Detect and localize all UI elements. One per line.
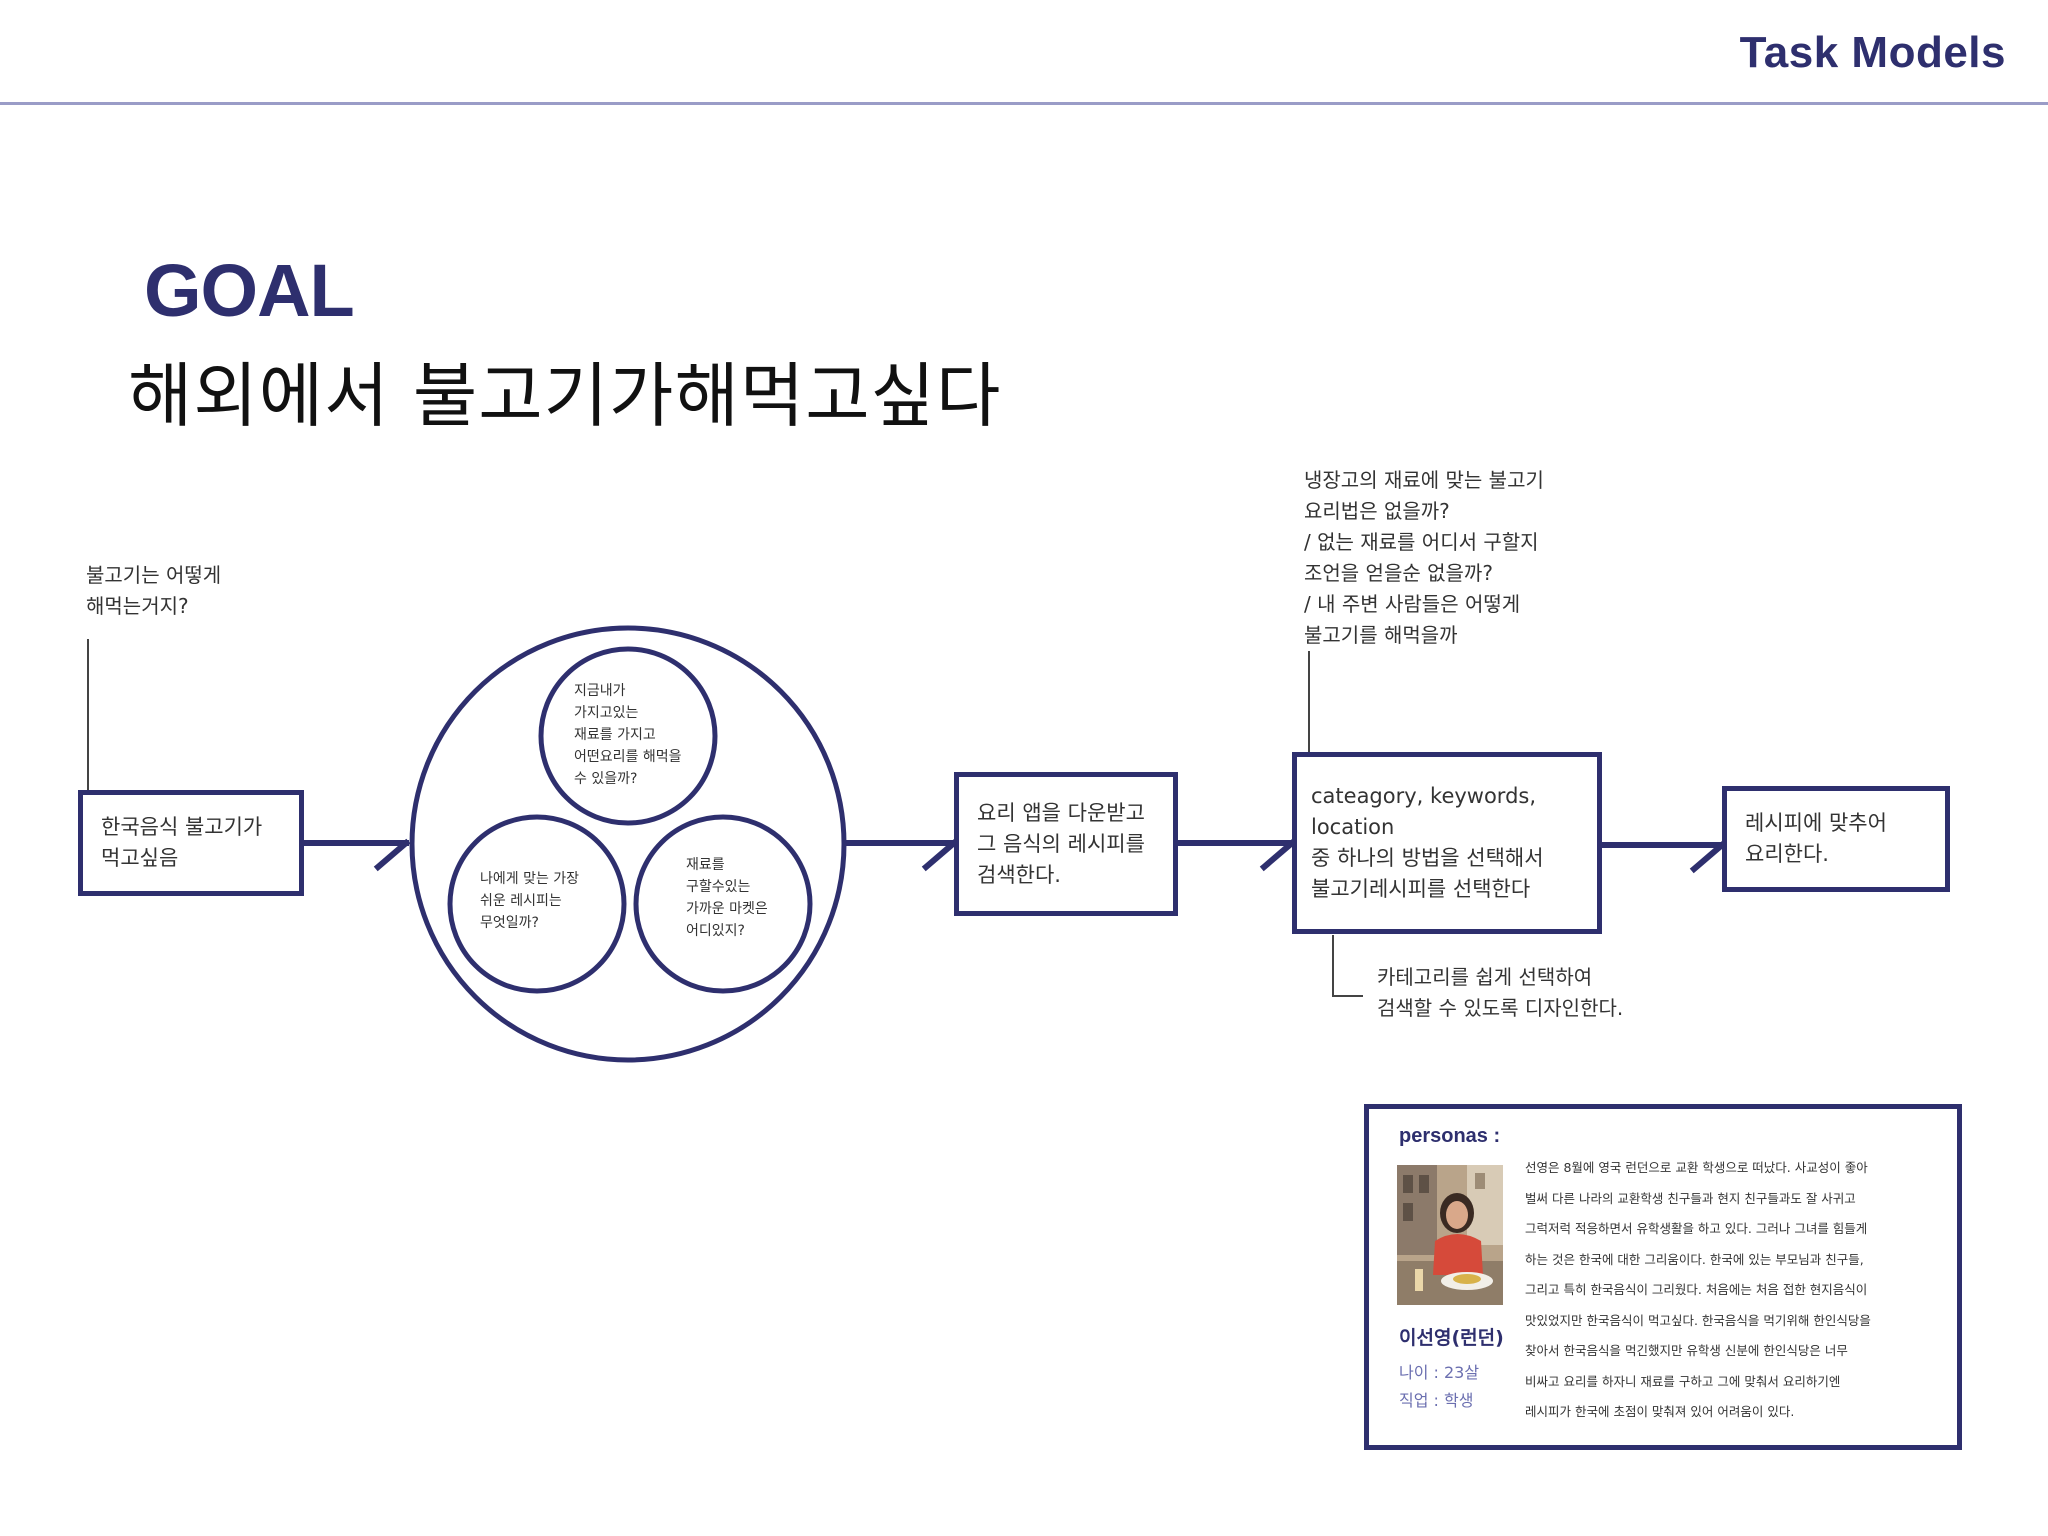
persona-age: 나이 : 23살 xyxy=(1399,1359,1479,1383)
persona-photo xyxy=(1397,1165,1503,1305)
persona-card: personas : 이선영(런던) 나이 : 23살 직업 : 학생 선영은 … xyxy=(1364,1104,1962,1450)
question-right-text: 재료를 구할수있는 가까운 마켓은 어디있지? xyxy=(686,854,768,942)
persona-name: 이선영(런던) xyxy=(1399,1323,1504,1350)
persona-description: 선영은 8월에 영국 런던으로 교환 학생으로 떠났다. 사교성이 좋아 벌써 … xyxy=(1525,1153,1945,1428)
step-2-box: 요리 앱을 다운받고 그 음식의 레시피를 검색한다. xyxy=(954,772,1178,916)
persona-label: personas : xyxy=(1399,1125,1500,1148)
arrow-1 xyxy=(302,843,406,867)
step-2-text: 요리 앱을 다운받고 그 음식의 레시피를 검색한다. xyxy=(977,798,1145,891)
question-top-text: 지금내가 가지고있는 재료를 가지고 어떤요리를 해먹을 수 있을까? xyxy=(574,680,682,790)
note-top: 냉장고의 재료에 맞는 불고기 요리법은 없을까? / 없는 재료를 어디서 구… xyxy=(1304,465,1544,651)
note-bottom-leader xyxy=(1333,936,1362,996)
step-1-box: 한국음식 불고기가 먹고싶음 xyxy=(78,790,304,896)
arrow-3 xyxy=(1178,843,1292,867)
question-left-text: 나에게 맞는 가장 쉬운 레시피는 무엇일까? xyxy=(480,868,579,934)
step-4-text: 레시피에 맞추어 요리한다. xyxy=(1745,808,1887,870)
note-left: 불고기는 어떻게 해먹는거지? xyxy=(86,560,221,622)
arrow-2 xyxy=(848,843,954,867)
step-4-box: 레시피에 맞추어 요리한다. xyxy=(1722,786,1950,892)
step-3-text: cateagory, keywords, location 중 하나의 방법을 … xyxy=(1311,781,1583,905)
arrow-4 xyxy=(1602,845,1722,869)
persona-job: 직업 : 학생 xyxy=(1399,1387,1473,1411)
note-bottom: 카테고리를 쉽게 선택하여 검색할 수 있도록 디자인한다. xyxy=(1377,962,1623,1024)
step-1-text: 한국음식 불고기가 먹고싶음 xyxy=(101,812,262,874)
step-3-box: cateagory, keywords, location 중 하나의 방법을 … xyxy=(1292,752,1602,934)
